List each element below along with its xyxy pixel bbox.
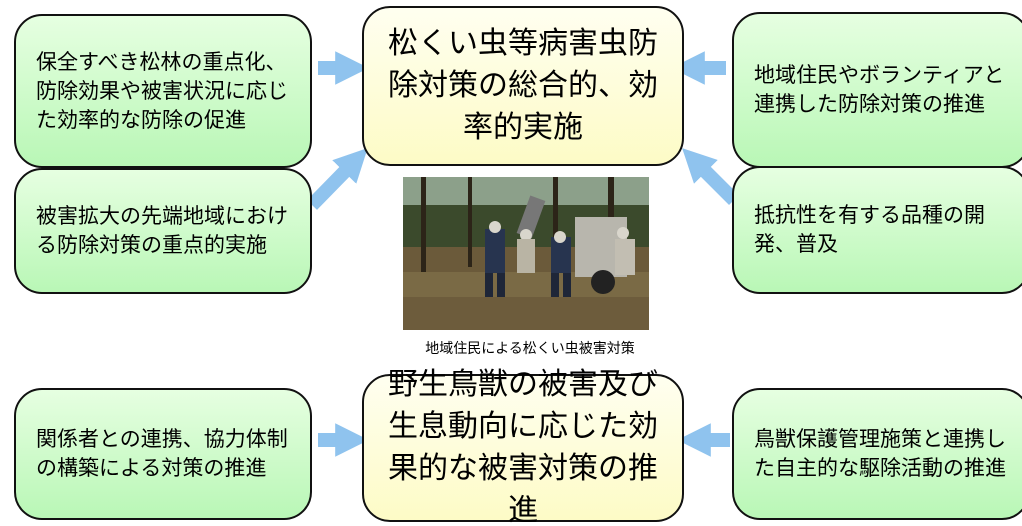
center-bottom-title: 野生鳥獣の被害及び生息動向に応じた効果的な被害対策の推進: [388, 367, 658, 526]
arrow-right-bottom: [682, 148, 739, 205]
box-bottom-left: 関係者との連携、協力体制の構築による対策の推進: [14, 388, 312, 520]
field-photo: [403, 177, 649, 330]
box-left-bottom-text: 被害拡大の先端地域における防除対策の重点的実施: [36, 204, 288, 257]
box-right-top-text: 地域住民やボランティアと連携した防除対策の推進: [754, 63, 1005, 116]
box-bottom-left-text: 関係者との連携、協力体制の構築による対策の推進: [36, 427, 288, 480]
box-right-bottom-text: 抵抗性を有する品種の開発、普及: [754, 203, 985, 256]
box-center-bottom: 野生鳥獣の被害及び生息動向に応じた効果的な被害対策の推進: [362, 367, 684, 526]
arrow-left-bottom: [306, 147, 368, 210]
box-bottom-right: 鳥獣保護管理施策と連携した自主的な駆除活動の推進: [732, 388, 1022, 520]
box-left-bottom: 被害拡大の先端地域における防除対策の重点的実施: [14, 168, 312, 294]
center-top-title: 松くい虫等病害虫防除対策の総合的、効率的実施: [388, 26, 658, 145]
box-center-top: 松くい虫等病害虫防除対策の総合的、効率的実施: [362, 6, 684, 166]
field-photo-image: [403, 177, 649, 330]
box-right-top: 地域住民やボランティアと連携した防除対策の推進: [732, 12, 1022, 168]
box-bottom-right-text: 鳥獣保護管理施策と連携した自主的な駆除活動の推進: [754, 427, 1006, 480]
photo-caption: 地域住民による松くい虫被害対策: [425, 341, 635, 357]
box-right-bottom: 抵抗性を有する品種の開発、普及: [732, 166, 1022, 294]
box-left-top-text: 保全すべき松林の重点化、防除効果や被害状況に応じた効率的な防除の促進: [36, 49, 288, 132]
box-left-top: 保全すべき松林の重点化、防除効果や被害状況に応じた効率的な防除の促進: [14, 14, 312, 168]
